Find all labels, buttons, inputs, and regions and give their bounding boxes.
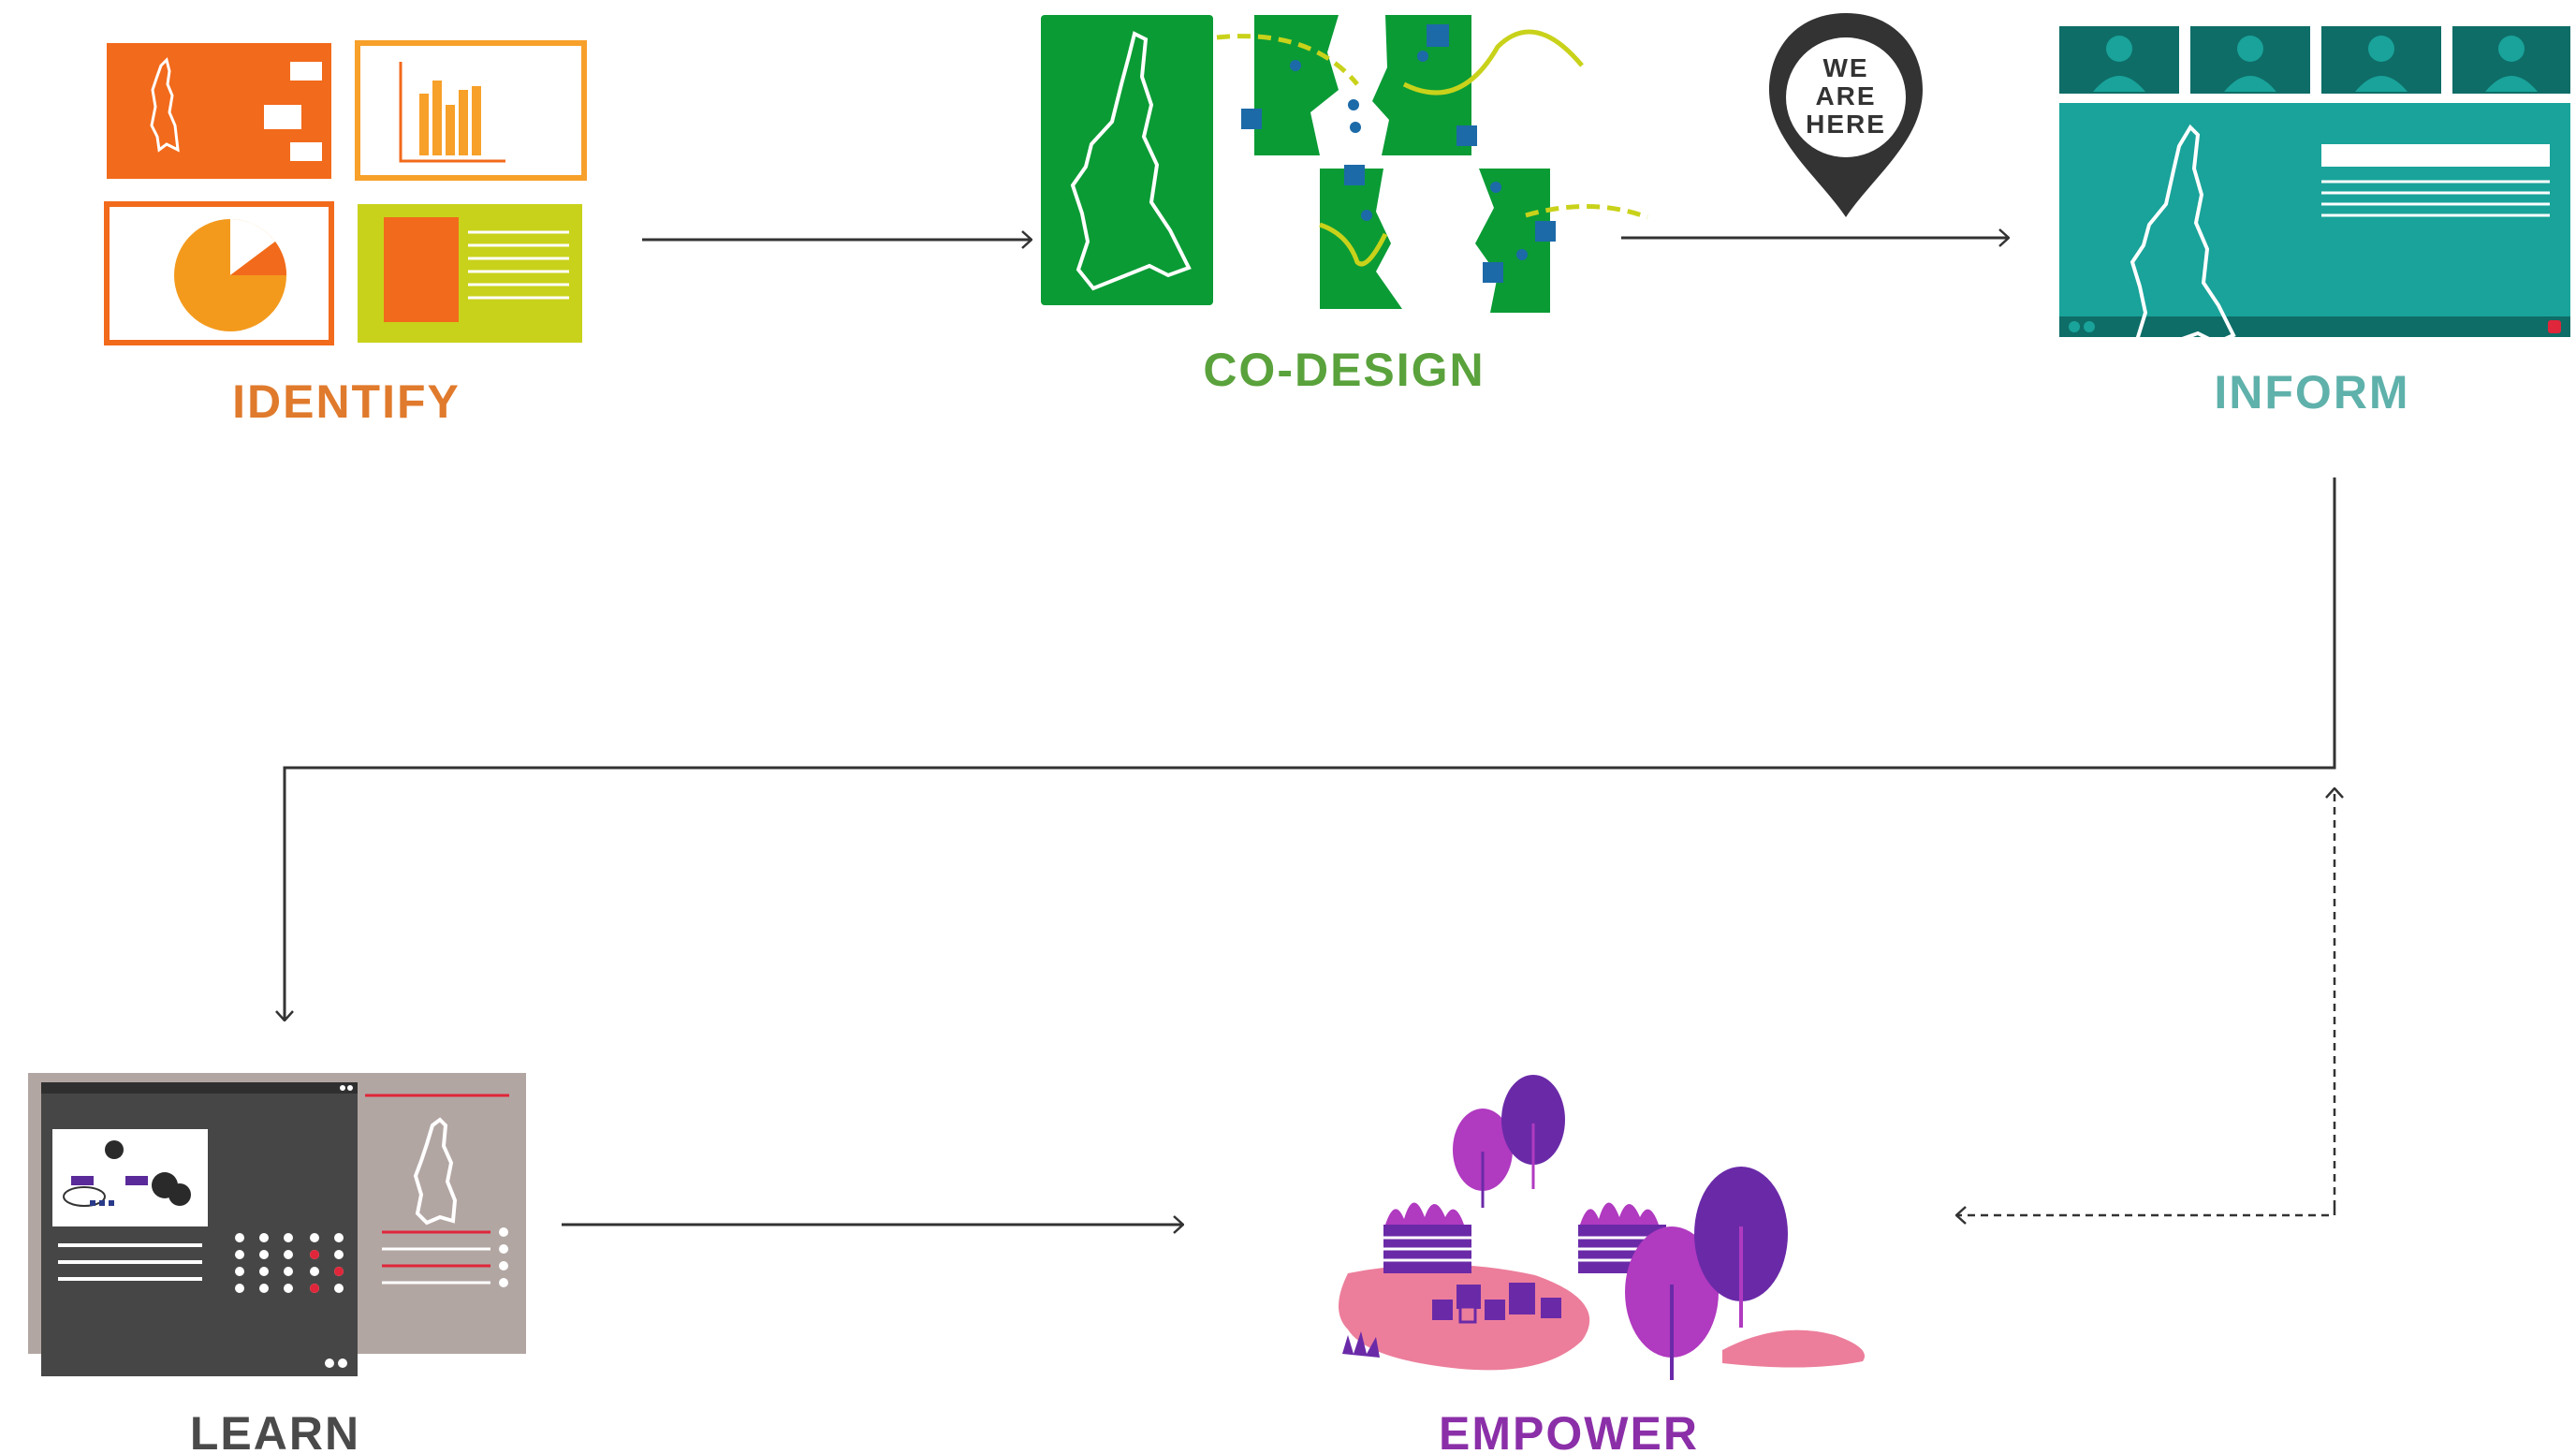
arrow-inform-to-learn [285,477,2336,1021]
inform-label: INFORM [2214,366,2409,419]
codesign-label: CO-DESIGN [1203,344,1485,396]
pin-line-1: WE [1822,53,1868,82]
empower-label: EMPOWER [1439,1407,1699,1454]
identify-icon [104,40,587,345]
empower-icon [1339,1075,1865,1380]
identify-label: IDENTIFY [232,375,461,428]
pin-line-2: ARE [1815,81,1876,110]
codesign-icon [1041,15,1648,313]
pin-line-3: HERE [1806,110,1886,139]
inform-icon [2059,26,2570,357]
tree-small-left [1453,1109,1513,1191]
location-pin-icon: WE ARE HERE [1769,13,1923,217]
learn-icon [28,1073,526,1376]
feedback-arrow-empower-to-loop [1956,1208,2336,1215]
learn-label: LEARN [190,1407,360,1454]
